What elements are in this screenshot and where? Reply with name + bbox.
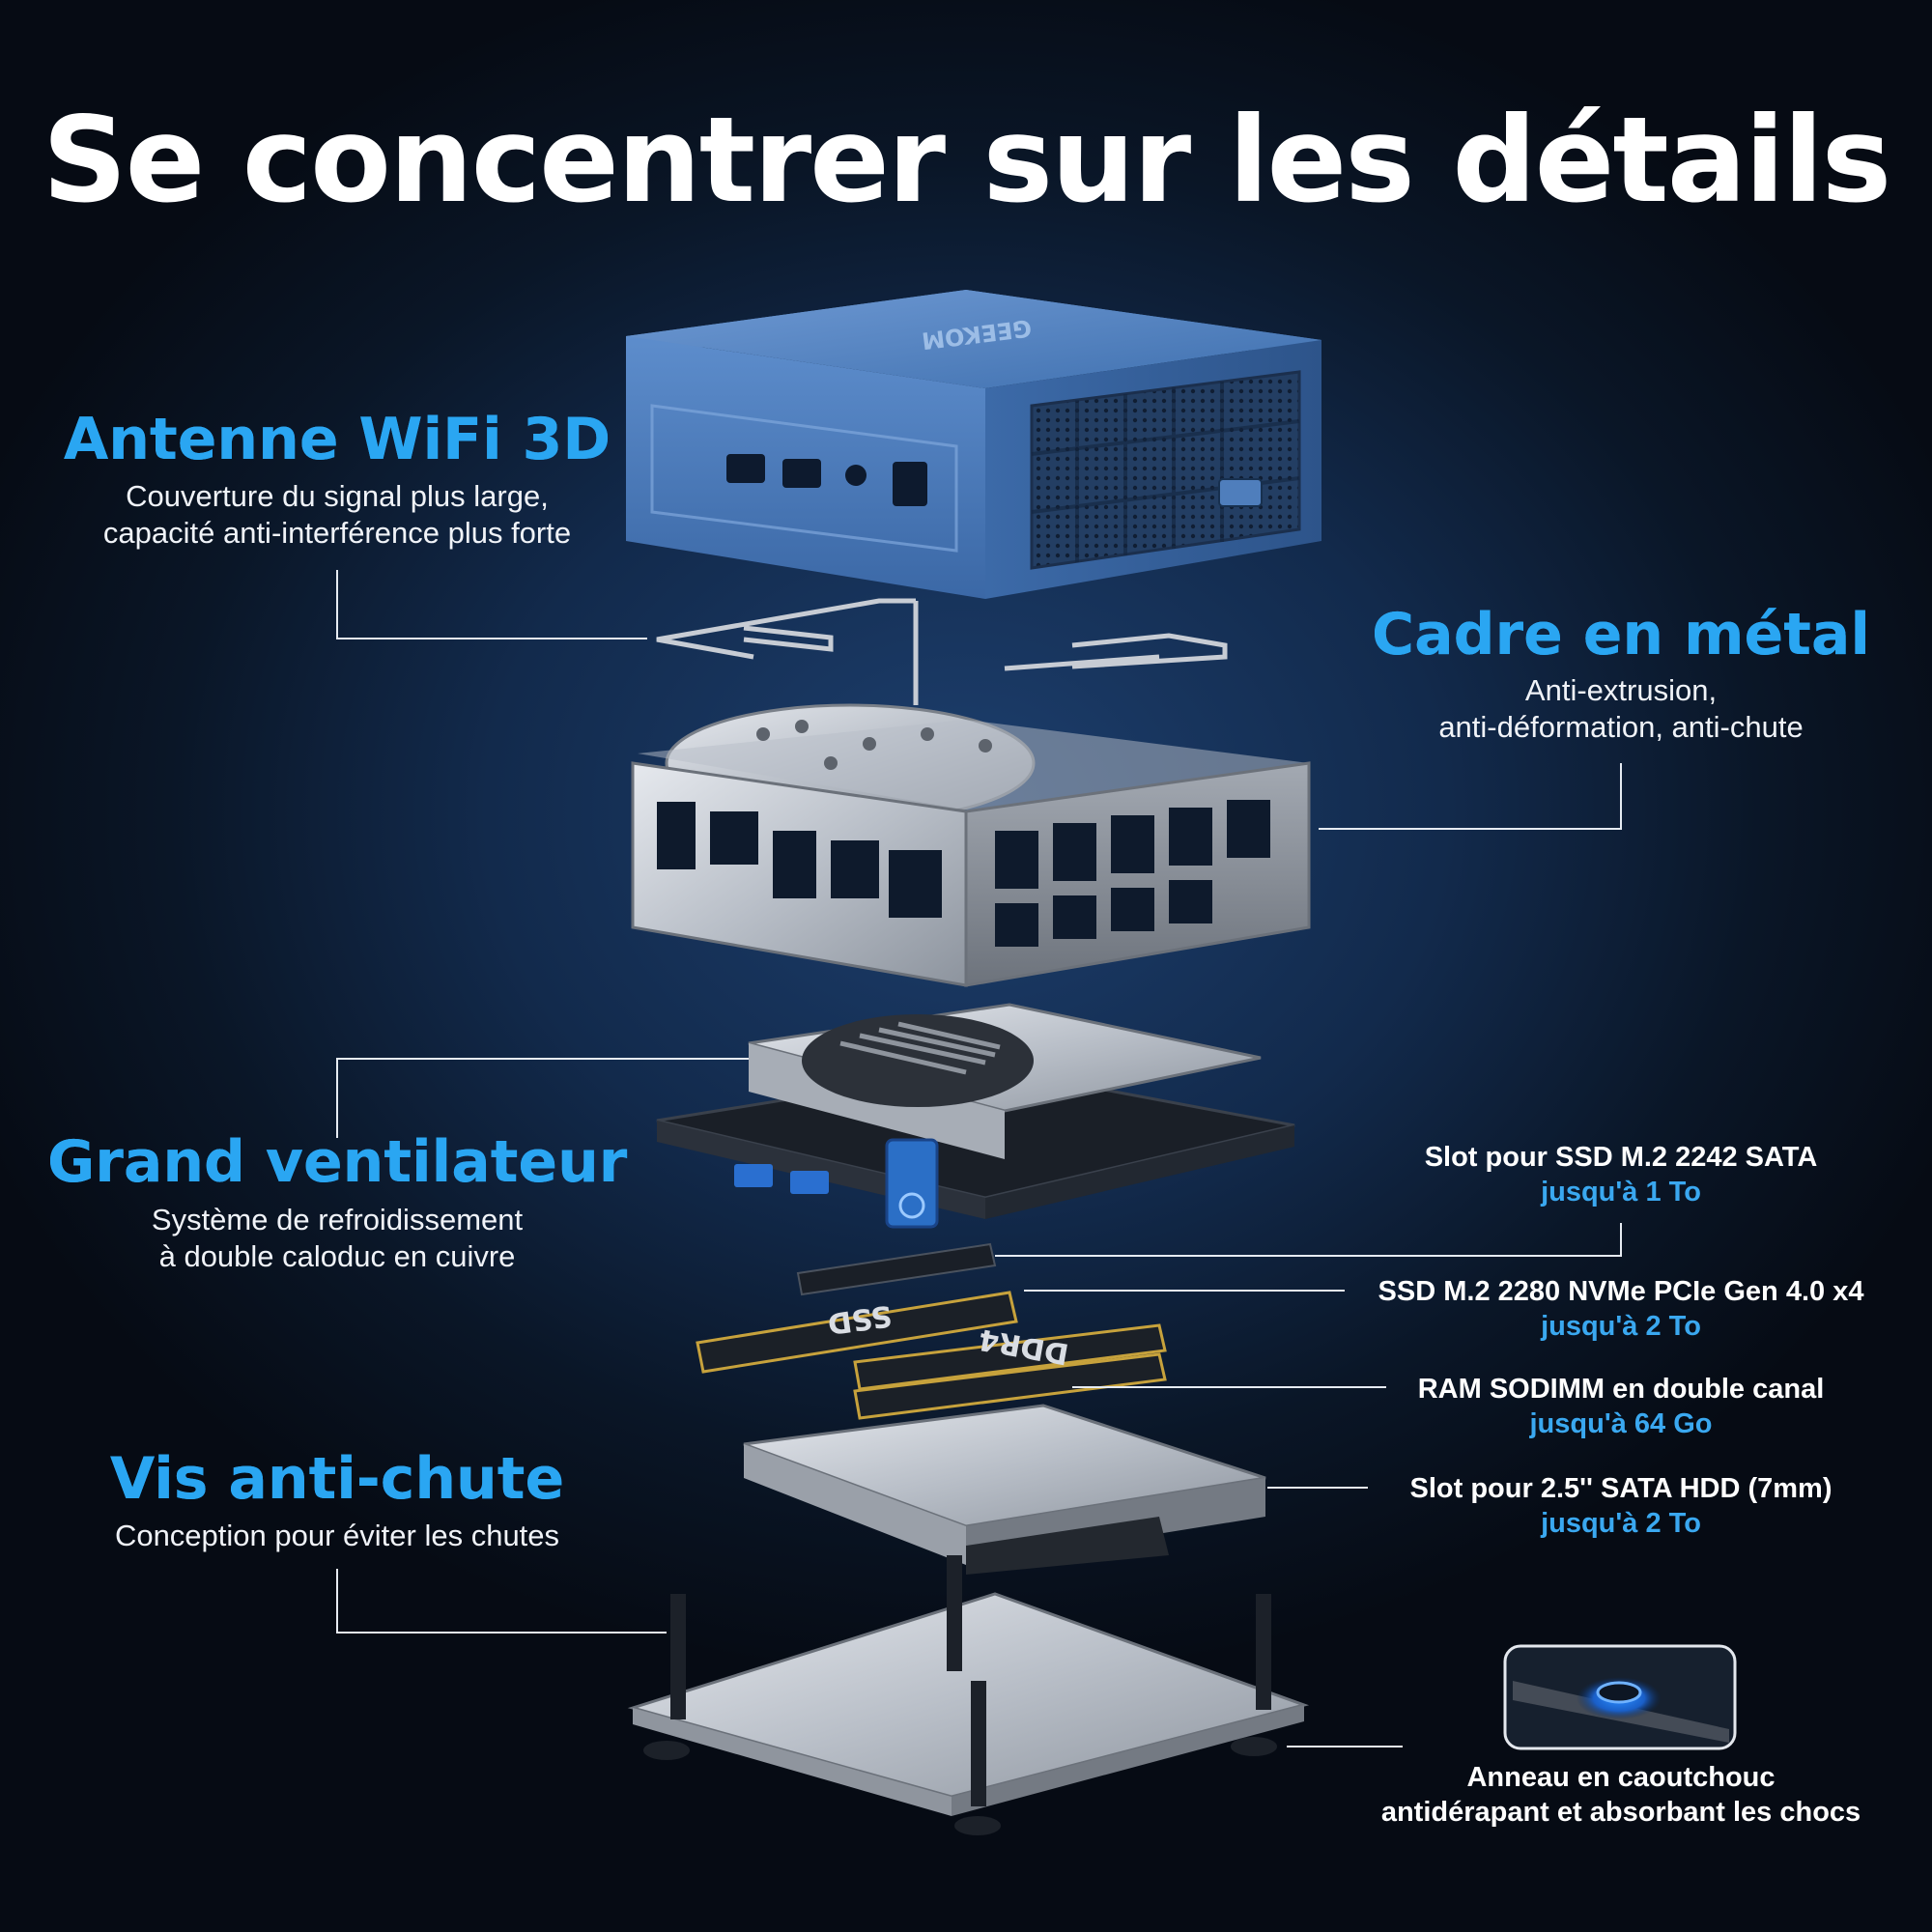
fan-title: Grand ventilateur bbox=[47, 1128, 628, 1196]
spec-ram: RAM SODIMM en double canal jusqu'à 64 Go bbox=[1331, 1372, 1911, 1441]
wifi-title: Antenne WiFi 3D bbox=[47, 406, 627, 473]
screws-description: Conception pour éviter les chutes bbox=[114, 1519, 560, 1552]
wifi-description-line2: capacité anti-interférence plus forte bbox=[102, 516, 572, 550]
frame-title: Cadre en métal bbox=[1331, 601, 1911, 668]
callout-lines bbox=[336, 570, 1622, 1747]
fan-description-line1: Système de refroidissement bbox=[151, 1203, 524, 1236]
frame-description-line2: anti-déformation, anti-chute bbox=[1438, 710, 1804, 744]
spec-sata-ssd-label: Slot pour SSD M.2 2242 SATA bbox=[1424, 1142, 1818, 1173]
hdd-tray bbox=[743, 1404, 1266, 1575]
spec-ram-label: RAM SODIMM en double canal bbox=[1417, 1374, 1825, 1405]
spec-nvme: SSD M.2 2280 NVMe PCIe Gen 4.0 x4 jusqu'… bbox=[1331, 1274, 1911, 1344]
rubber-ring-inset bbox=[1503, 1644, 1737, 1750]
spec-hdd-capacity: jusqu'à 2 To bbox=[1541, 1508, 1701, 1539]
spec-sata-ssd-capacity: jusqu'à 1 To bbox=[1541, 1177, 1701, 1208]
page-title: Se concentrer sur les détails bbox=[42, 92, 1892, 229]
bottom-plate bbox=[627, 1555, 1310, 1835]
spec-nvme-capacity: jusqu'à 2 To bbox=[1541, 1311, 1701, 1342]
spec-rubber-line1: Anneau en caoutchouc bbox=[1466, 1762, 1776, 1793]
fan-motherboard bbox=[656, 1003, 1295, 1229]
spec-rubber-ring: Anneau en caoutchouc antidérapant et abs… bbox=[1331, 1760, 1911, 1830]
spec-ram-capacity: jusqu'à 64 Go bbox=[1529, 1408, 1713, 1439]
spec-rubber-line2: antidérapant et absorbant les chocs bbox=[1380, 1797, 1861, 1828]
storage-memory: SSD DDR4 bbox=[696, 1242, 1167, 1420]
wifi-antenna bbox=[656, 598, 1228, 705]
wifi-description-line1: Couverture du signal plus large, bbox=[126, 479, 549, 513]
frame-description-line1: Anti-extrusion, bbox=[1524, 673, 1718, 707]
spec-sata-ssd: Slot pour SSD M.2 2242 SATA jusqu'à 1 To bbox=[1331, 1140, 1911, 1209]
spec-nvme-label: SSD M.2 2280 NVMe PCIe Gen 4.0 x4 bbox=[1378, 1276, 1864, 1307]
spec-hdd: Slot pour 2.5'' SATA HDD (7mm) jusqu'à 2… bbox=[1331, 1471, 1911, 1541]
spec-hdd-label: Slot pour 2.5'' SATA HDD (7mm) bbox=[1409, 1473, 1833, 1504]
screws-title: Vis anti-chute bbox=[47, 1445, 627, 1513]
fan-description-line2: à double caloduc en cuivre bbox=[158, 1239, 516, 1273]
mini-pc-case: GEEKOM bbox=[626, 290, 1321, 599]
metal-frame bbox=[631, 703, 1311, 987]
